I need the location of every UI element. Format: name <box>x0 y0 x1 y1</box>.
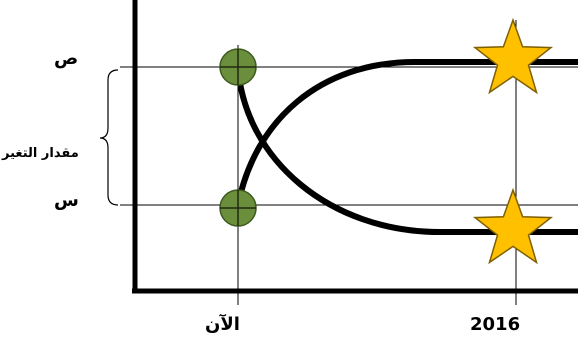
circle-cross-icon <box>219 189 257 227</box>
star-icon <box>472 17 554 95</box>
star-icon <box>472 187 554 265</box>
circle-cross-icon <box>219 48 257 86</box>
y-value-label: ص <box>54 48 79 69</box>
now-label: الآن <box>205 314 240 335</box>
year-label: 2016 <box>470 314 521 335</box>
change-brace <box>99 69 119 206</box>
curve-rising <box>235 59 578 206</box>
change-amount-label: مقدار التغير <box>2 146 79 161</box>
x-value-label: س <box>54 190 79 211</box>
curve-falling <box>235 66 578 235</box>
